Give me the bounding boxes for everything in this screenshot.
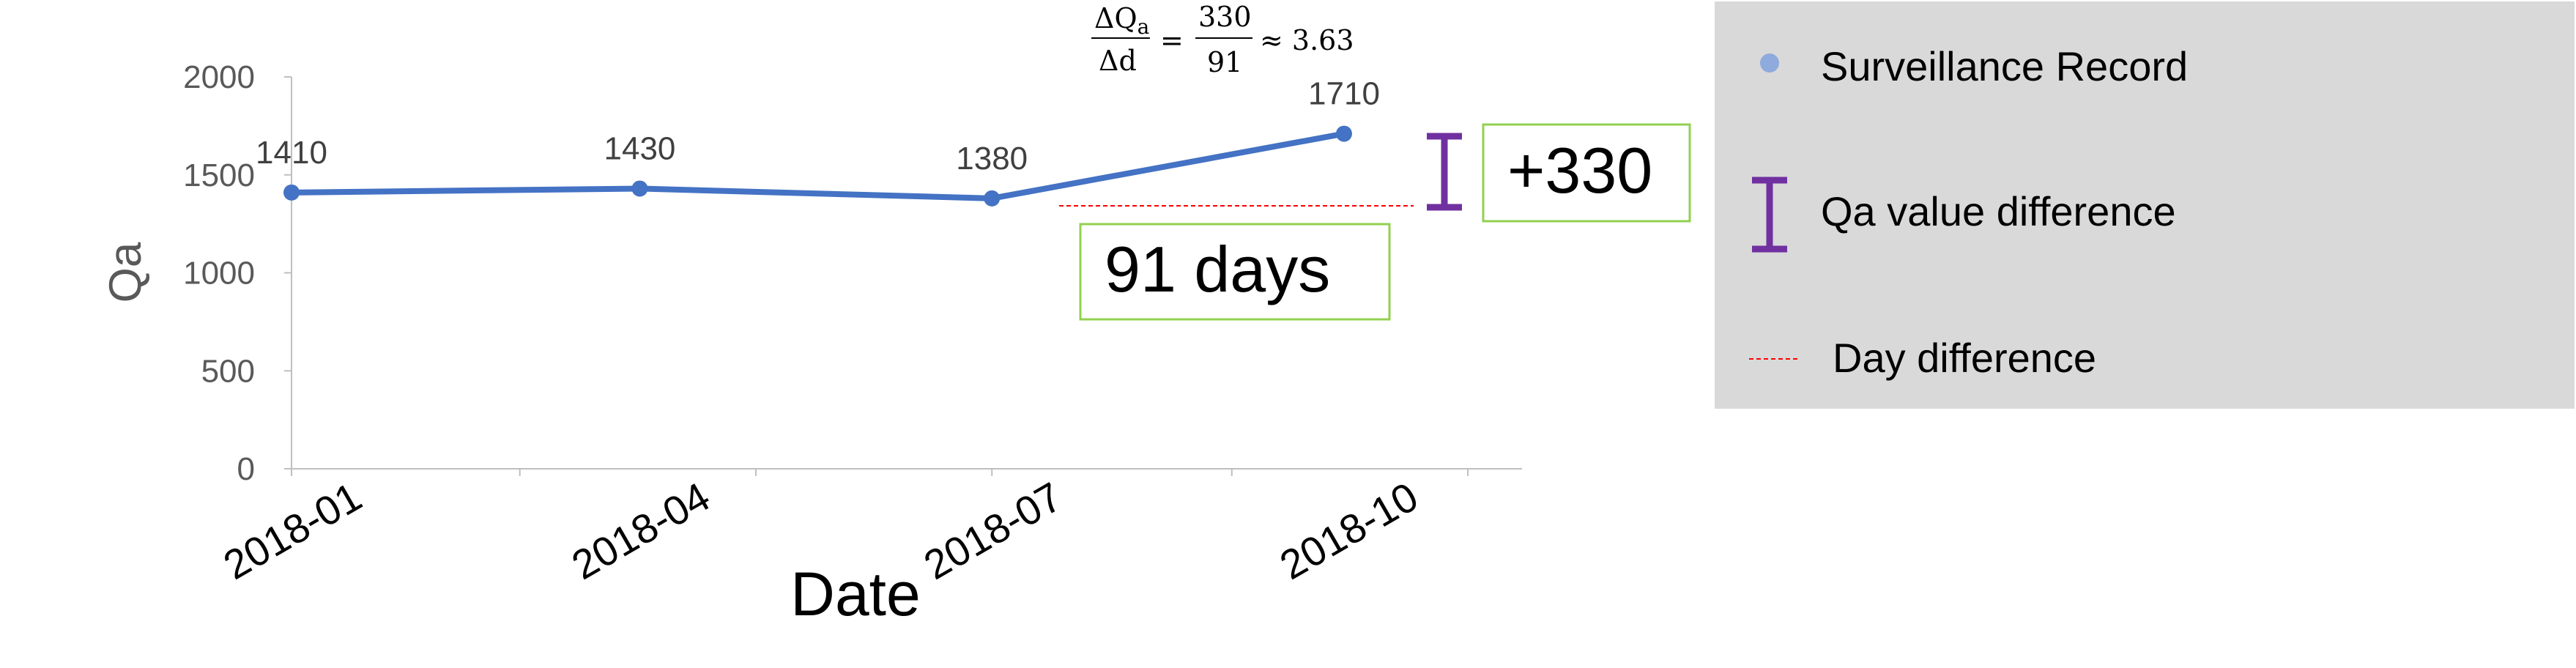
legend-label-surveillance: Surveillance Record [1821,43,2188,89]
x-axis-title: Date [790,560,920,628]
day-difference-box: 91 days [1079,223,1391,321]
qa-difference-bar [1427,133,1462,211]
y-tick-labels: 0 500 1000 1500 2000 [183,59,292,487]
data-point [1335,125,1352,142]
data-label: 1410 [256,135,327,171]
legend: Surveillance Record Qa value difference … [1715,1,2575,409]
value-difference-box: +330 [1482,123,1691,223]
formula-denominator: Δd [1099,45,1137,77]
series-line [291,130,1345,201]
formula-equals: = [1160,24,1184,56]
y-tick-label: 1500 [183,157,255,193]
formula-value-numerator: 330 [1198,1,1252,33]
data-point [283,184,300,201]
data-label: 1380 [956,141,1028,177]
data-point [631,180,648,197]
x-tick-label: 2018-04 [564,473,717,588]
formula-value-denominator: 91 [1207,46,1242,78]
y-axis-title: Qa [100,242,151,303]
legend-label-day-difference: Day difference [1833,335,2096,381]
legend-background [1715,1,2575,409]
legend-marker-qa-difference [1752,177,1787,253]
x-tick-marks [291,469,1469,476]
formula-numerator: ΔQa [1094,2,1149,39]
y-tick-label: 1000 [183,256,255,292]
x-tick-label: 2018-07 [916,473,1069,588]
y-tick-label: 2000 [183,59,255,95]
slope-formula: ΔQa Δd = 330 91 ≈ 3.63 [1091,1,1354,78]
day-difference-label: 91 days [1105,233,1330,305]
data-label: 1710 [1308,76,1380,112]
x-tick-label: 2018-10 [1272,473,1425,588]
x-tick-label: 2018-01 [216,473,369,588]
y-tick-label: 500 [201,353,255,389]
data-label: 1430 [604,130,676,166]
legend-marker-surveillance [1760,53,1779,73]
series-layer: 1410 1430 1380 1710 [256,76,1380,207]
data-point [984,190,1001,207]
y-tick-label: 0 [237,451,255,487]
formula-approx: ≈ 3.63 [1260,24,1354,56]
value-difference-label: +330 [1507,134,1652,207]
legend-label-qa-difference: Qa value difference [1821,188,2176,234]
